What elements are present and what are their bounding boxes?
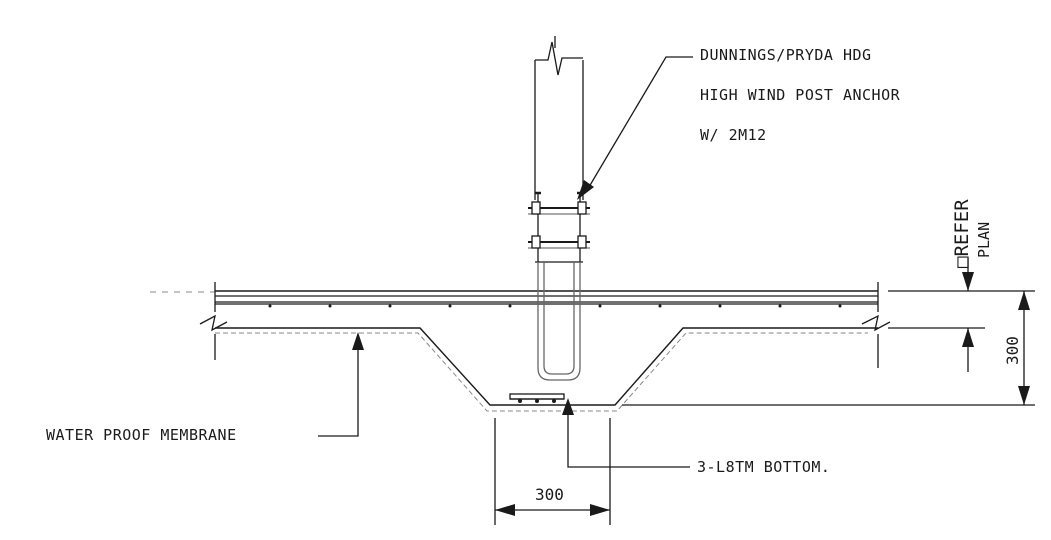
width-dimension [494,418,611,525]
right-break-line [861,282,891,368]
anchor-leader [577,56,693,200]
post-anchor-bracket [535,191,583,263]
anchor-label-line-3: W/ 2M12 [700,126,767,144]
left-break-line [199,282,228,360]
u-bar-anchor [537,262,581,381]
waterproof-membrane [215,332,868,412]
slab-thickness-dimension [888,258,985,372]
bottom-bars-label: 3-L8TM BOTTOM. [697,458,831,476]
bottom-bars [509,393,565,403]
anchor-label-line-1: DUNNINGS/PRYDA HDG [700,46,872,64]
slab-plan-label: PLAN [975,221,993,258]
bottom-bars-leader [562,398,690,468]
mesh-chairs [268,304,842,308]
anchor-bolts [528,201,590,249]
slab-top-edge [215,290,878,305]
slab-underside-thickening [215,327,878,406]
width-dimension-value: 300 [535,485,564,504]
timber-post [534,36,584,200]
depth-dimension [622,290,1035,406]
depth-dimension-value: 300 [1003,336,1022,365]
membrane-label: WATER PROOF MEMBRANE [46,426,237,444]
anchor-label-line-2: HIGH WIND POST ANCHOR [700,86,901,104]
slab-refer-label: □REFER [951,199,973,268]
membrane-leader [318,332,364,437]
